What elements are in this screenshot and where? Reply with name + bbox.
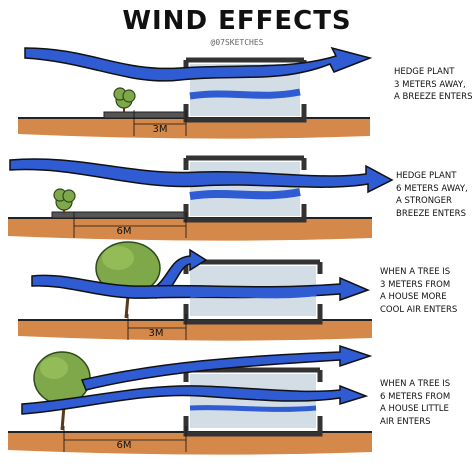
distance-dimension <box>73 212 187 238</box>
tree <box>95 241 161 319</box>
caption-hedge-6m: HEDGE PLANT 6 METERS AWAY, A STRONGER BR… <box>396 170 474 220</box>
caption-line: 6 METERS FROM <box>380 391 451 402</box>
house-glass <box>190 162 300 216</box>
house-walls <box>183 259 323 325</box>
distance-label: 6M <box>117 440 132 451</box>
wind-arrow-over-tree <box>80 344 373 391</box>
distance-label: 3M <box>149 328 164 339</box>
caption-line: WHEN A TREE IS <box>380 267 451 277</box>
wind-arrow <box>9 158 394 194</box>
panel-tree-6m: 6M <box>8 344 373 455</box>
tree <box>33 351 91 431</box>
diagram-title: WIND EFFECTS <box>122 6 352 36</box>
distance-label: 3M <box>153 124 168 135</box>
terrace-slab <box>103 111 185 119</box>
caption-line: A BREEZE ENTERS <box>394 92 473 102</box>
hedge-plant <box>113 87 136 113</box>
ground-strip <box>18 118 370 139</box>
ground-strip <box>8 432 372 455</box>
panel-tree-3m: 3M <box>18 241 372 341</box>
house-walls <box>183 57 307 123</box>
caption-tree-6m: WHEN A TREE IS 6 METERS FROM A HOUSE LIT… <box>380 378 472 428</box>
caption-line: 6 METERS AWAY, <box>396 183 468 194</box>
indoor-breeze <box>189 288 317 299</box>
caption-line: HEDGE PLANT <box>394 67 455 77</box>
caption-line: AIR ENTERS <box>380 416 431 427</box>
terrace-slab <box>51 211 185 219</box>
caption-hedge-3m: HEDGE PLANT 3 METERS AWAY, A BREEZE ENTE… <box>394 66 474 104</box>
caption-line: 3 METERS FROM <box>380 279 451 290</box>
distance-dimension <box>133 110 187 136</box>
house-walls <box>183 367 323 437</box>
house-walls <box>183 155 307 223</box>
hedge-plant <box>53 188 76 214</box>
indoor-breeze <box>189 405 317 412</box>
caption-line: A STRONGER <box>396 196 452 206</box>
indoor-breeze <box>189 188 301 200</box>
panel-hedge-6m: 6M <box>8 155 394 241</box>
caption-line: HEDGE PLANT <box>396 171 457 181</box>
caption-line: A HOUSE LITTLE <box>380 404 449 414</box>
ground-strip <box>8 218 372 241</box>
caption-line: 3 METERS AWAY, <box>394 79 466 90</box>
caption-line: WHEN A TREE IS <box>380 379 451 389</box>
caption-line: A HOUSE MORE <box>380 292 447 302</box>
distance-dimension <box>127 314 187 340</box>
wind-arrow <box>24 46 373 82</box>
caption-tree-3m: WHEN A TREE IS 3 METERS FROM A HOUSE MOR… <box>380 266 472 316</box>
indoor-breeze <box>189 88 301 100</box>
credit-handle: @07SKETCHES <box>210 38 264 47</box>
panel-hedge-3m: 3M <box>18 46 373 139</box>
distance-dimension <box>63 426 187 452</box>
ground-strip <box>18 320 372 341</box>
caption-line: COOL AIR ENTERS <box>380 304 458 315</box>
distance-label: 6M <box>117 226 132 237</box>
wind-arrow <box>21 384 369 415</box>
caption-line: BREEZE ENTERS <box>396 208 466 219</box>
